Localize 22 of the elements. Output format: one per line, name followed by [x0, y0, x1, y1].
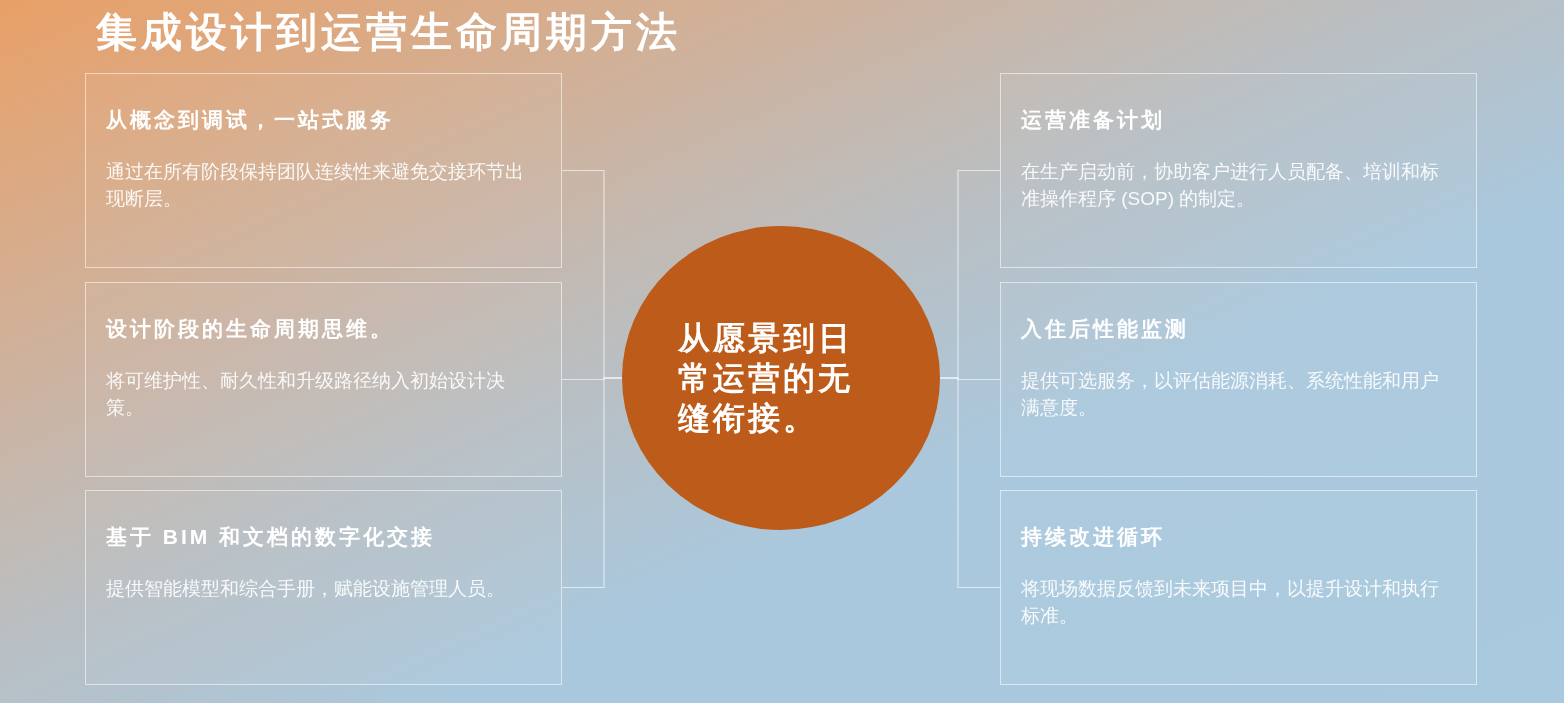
circle-text: 从愿景到日常运营的无缝衔接。	[678, 319, 854, 438]
connector-line	[939, 377, 1001, 589]
card-heading: 基于 BIM 和文档的数字化交接	[106, 524, 437, 550]
page-title: 集成设计到运营生命周期方法	[96, 8, 681, 57]
card-description: 在生产启动前，协助客户进行人员配备、培训和标准操作程序 (SOP) 的制定。	[1021, 160, 1440, 211]
card-description: 通过在所有阶段保持团队连续性来避免交接环节出现断层。	[106, 160, 525, 211]
info-card	[1000, 282, 1477, 477]
card-heading: 从概念到调试，一站式服务	[106, 107, 395, 133]
card-description: 将现场数据反馈到未来项目中，以提升设计和执行标准。	[1021, 577, 1440, 628]
connector-line	[561, 377, 623, 589]
info-card	[85, 490, 562, 685]
card-description: 将可维护性、耐久性和升级路径纳入初始设计决策。	[106, 369, 506, 420]
card-description: 提供智能模型和综合手册，赋能设施管理人员。	[106, 577, 506, 601]
card-description: 提供可选服务，以评估能源消耗、系统性能和用户满意度。	[1021, 369, 1440, 420]
info-card	[1000, 490, 1477, 685]
card-heading: 设计阶段的生命周期思维。	[106, 316, 395, 342]
info-card	[1000, 73, 1477, 268]
card-heading: 持续改进循环	[1021, 524, 1166, 550]
info-card	[85, 282, 562, 477]
info-card	[85, 73, 562, 268]
card-heading: 运营准备计划	[1021, 107, 1166, 133]
card-heading: 入住后性能监测	[1021, 316, 1190, 342]
